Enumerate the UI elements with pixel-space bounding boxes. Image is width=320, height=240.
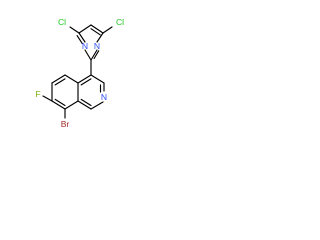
- isoquinoline-bond-c5-c6: [51, 74, 66, 84]
- pyrimidine-bond-c2-n3-inner: [93, 50, 100, 60]
- molecule-drawing: Cl Cl N N N F Br: [35, 17, 124, 129]
- isoquinoline-bond-c4a-c4-inner: [80, 78, 92, 86]
- isoquinoline-bond-c7-c8: [51, 100, 66, 110]
- isoquinoline-bond-c4a-c5: [64, 74, 79, 84]
- isoquinoline-bond-c4-c3: [90, 74, 105, 84]
- isoquinoline-bond-c8-c8a: [64, 100, 79, 110]
- pyrimidine-bond-n1-c6-inner: [76, 35, 83, 44]
- pyrimidine-bond-c2-n1: [84, 49, 92, 61]
- bond-c4-cl: [102, 26, 113, 34]
- pyrimidine-bond-c5-c4: [90, 24, 104, 34]
- pyrimidine-n3-label: N: [94, 41, 100, 51]
- bromine-label: Br: [61, 119, 70, 129]
- isoquinoline-n-label: N: [101, 92, 107, 102]
- cl-left-label: Cl: [58, 17, 66, 27]
- pyrimidine-bond-c6-c5: [78, 24, 92, 34]
- bond-c7-f: [42, 95, 53, 102]
- isoquinoline-bond-c1-c8a-inner: [80, 98, 92, 107]
- bond-layer: [42, 24, 113, 119]
- pyrimidine-bond-n1-c6: [78, 32, 86, 43]
- isoquinoline-bond-c5-c6-inner: [54, 78, 66, 86]
- pyrimidine-bond-c5-c4-inner: [90, 28, 101, 36]
- isoquinoline-bond-c1-c8a: [77, 100, 92, 110]
- chemical-structure-canvas: Cl Cl N N N F Br: [0, 0, 152, 152]
- fluorine-label: F: [35, 89, 40, 99]
- pyrimidine-bond-c2-n3: [90, 49, 98, 61]
- atom-label-layer: Cl Cl N N N F Br: [35, 17, 124, 129]
- pyrimidine-bond-c4-n3: [96, 32, 104, 43]
- cl-right-label: Cl: [116, 17, 124, 27]
- isoquinoline-bond-c4a-c4: [77, 74, 92, 84]
- bond-c6-cl: [69, 26, 80, 34]
- isoquinoline-bond-n2-c1: [90, 101, 104, 110]
- pyrimidine-n1-label: N: [82, 41, 88, 51]
- isoquinoline-bond-c7-c8-inner: [54, 98, 66, 107]
